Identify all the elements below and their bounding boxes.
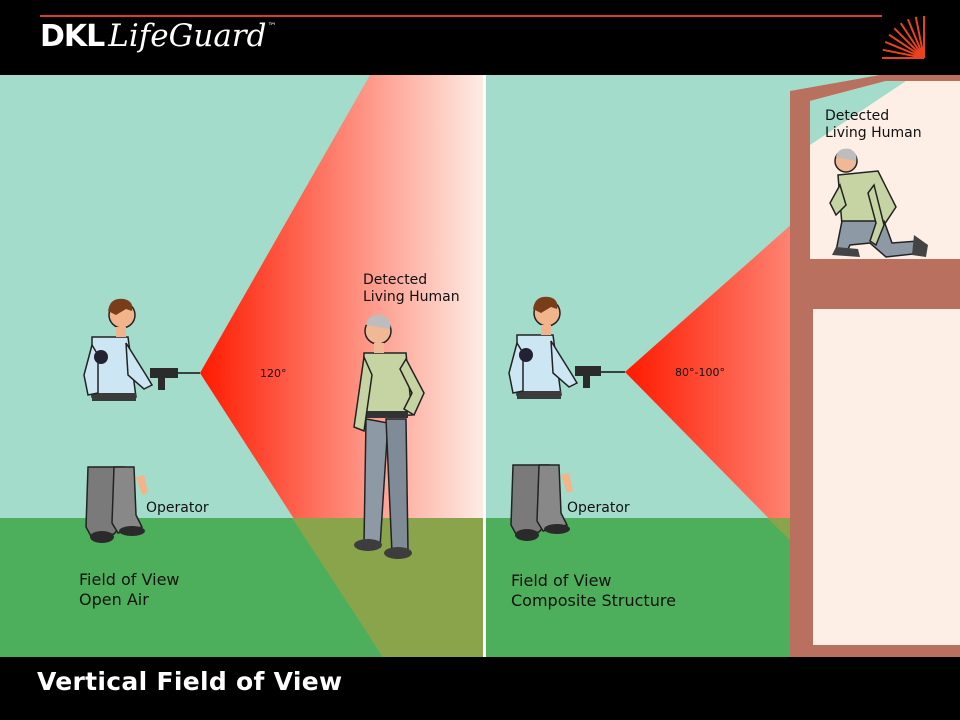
right-caption-line2: Composite Structure xyxy=(511,591,676,610)
left-detected-label-line1: Detected xyxy=(363,272,427,288)
left-beam-ground-overlap xyxy=(292,518,483,657)
sunburst-ray xyxy=(882,48,925,59)
slide-title: Vertical Field of View xyxy=(37,667,343,696)
operator-figure-right xyxy=(508,296,625,541)
sunburst-ray xyxy=(899,22,925,59)
detected-human-figure-right xyxy=(829,148,928,258)
left-operator-label: Operator xyxy=(146,500,209,516)
logo-life: Life xyxy=(108,18,169,54)
footer-bar: Vertical Field of View xyxy=(0,657,960,720)
scene-illustration: 120° Detected Living Human Operator Fiel… xyxy=(0,75,960,657)
right-operator-label: Operator xyxy=(567,500,630,516)
sunburst-ray xyxy=(893,27,925,59)
sunburst-ray xyxy=(907,18,925,59)
logo-dkl: DKL xyxy=(40,19,105,54)
sunburst-ray xyxy=(888,33,925,59)
right-detected-label-line1: Detected xyxy=(825,108,889,124)
panel-divider xyxy=(483,75,486,657)
sunburst-ray xyxy=(914,16,925,59)
right-beam-ground-overlap xyxy=(767,518,790,540)
sunburst-rays xyxy=(882,16,925,59)
right-angle-label: 80°-100° xyxy=(675,366,725,379)
left-detected-label-line2: Living Human xyxy=(363,289,460,305)
logo-trademark: ™ xyxy=(267,22,277,32)
left-panel: 120° Detected Living Human Operator Fiel… xyxy=(0,75,483,657)
left-angle-label: 120° xyxy=(260,367,287,380)
right-caption-line1: Field of View xyxy=(511,571,612,590)
left-caption-line1: Field of View xyxy=(79,570,180,589)
right-panel: 80°-100° Detected Living Human Operator … xyxy=(486,75,960,657)
detected-human-figure-left xyxy=(353,314,425,559)
upper-room-sky xyxy=(810,81,906,145)
building-wall xyxy=(790,75,960,657)
logo-guard: Guard xyxy=(168,18,267,54)
lower-room-opening xyxy=(813,309,960,645)
sunburst-ray xyxy=(884,41,925,59)
left-detection-beam xyxy=(200,75,483,657)
operator-figure-left xyxy=(83,298,200,543)
header-rule xyxy=(40,15,882,17)
right-detected-label-line2: Living Human xyxy=(825,125,922,141)
sunburst-icon xyxy=(882,16,925,59)
left-caption-line2: Open Air xyxy=(79,590,149,609)
